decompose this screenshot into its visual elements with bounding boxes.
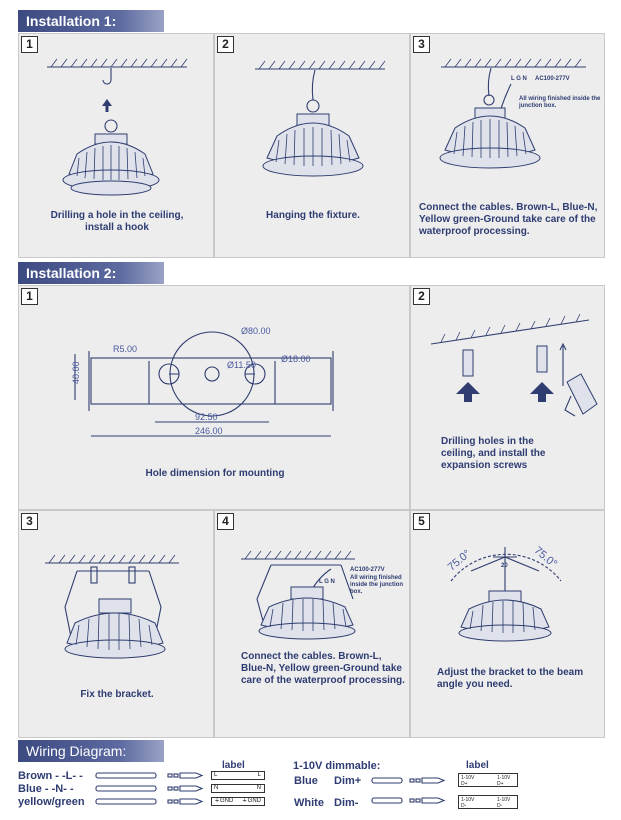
wiring-note: All wiring finished inside the junction … bbox=[519, 96, 601, 109]
step-number: 1 bbox=[21, 288, 38, 305]
step-number: 2 bbox=[217, 36, 234, 53]
hanging-fixture-illustration bbox=[255, 60, 386, 177]
step-1-1-panel: 1 Drilling a hole in the ceiling, instal… bbox=[18, 33, 214, 258]
dim-wire-connectors bbox=[371, 777, 446, 804]
step-2-2-panel: 2 Drilling holes in the ceiling, and ins… bbox=[410, 285, 605, 510]
label-header: label bbox=[222, 760, 245, 771]
dim-label-box-minus: 1-10V D- 1-10V D- bbox=[458, 795, 518, 809]
dim-height: 40.00 bbox=[71, 361, 81, 384]
step-number: 3 bbox=[21, 513, 38, 530]
wire-blue: Blue - -N- - bbox=[18, 783, 74, 795]
lgn-label: L G N bbox=[511, 76, 527, 82]
section-header-installation-1: Installation 1: bbox=[18, 10, 164, 32]
dim-disk-diameter: Ø80.00 bbox=[241, 326, 271, 336]
dimmable-title: 1-10V dimmable: bbox=[293, 760, 381, 772]
step-caption: Connect the cables. Brown-L, Blue-N, Yel… bbox=[241, 651, 405, 686]
beam-angle-illustration: 75.0° 75.0° 20 bbox=[446, 544, 562, 642]
wire-connectors bbox=[95, 772, 204, 805]
dim-wire-blue-color: Blue bbox=[294, 775, 318, 787]
step-caption: Drilling a hole in the ceiling, install … bbox=[50, 210, 184, 233]
dim-label-box-plus: 1-10V D+ 1-10V D+ bbox=[458, 773, 518, 787]
label-right: N bbox=[256, 785, 261, 791]
step-caption: Hanging the fixture. bbox=[266, 210, 360, 221]
angle-right: 75.0° bbox=[532, 544, 559, 570]
voltage-label: AC100-277V bbox=[535, 76, 570, 82]
step-1-3-panel: 3 L G N AC100-277V All wiring finished i… bbox=[410, 33, 605, 258]
label-right: 1-10V D+ bbox=[497, 775, 511, 787]
step-2-5-panel: 5 75.0° 75.0° 20 Adjust the bracket to t… bbox=[410, 510, 605, 738]
wire-brown: Brown - -L- - bbox=[18, 770, 83, 782]
voltage-label: AC100-277V bbox=[350, 567, 385, 573]
hole-dimension-drawing: 40.00 92.50 246.00 Ø80.00 R5.00 Ø11.50 Ø… bbox=[71, 326, 334, 437]
expansion-screw-illustration bbox=[430, 313, 598, 417]
dim-hole-spacing: 92.50 bbox=[195, 412, 218, 422]
angle-mid: 20 bbox=[501, 563, 508, 569]
step-number: 3 bbox=[413, 36, 430, 53]
step-2-3-panel: 3 Fix the bracket. bbox=[18, 510, 214, 738]
label-box-gnd: ⏚GND ⏚GND bbox=[211, 797, 265, 806]
wiring-note: All wiring finished inside the junction … bbox=[350, 575, 404, 595]
label-left: ⏚GND bbox=[214, 798, 234, 804]
label-right: L bbox=[257, 772, 261, 778]
step-1-2-panel: 2 Hanging the fixture. bbox=[214, 33, 410, 258]
dim-wire-white-signal: Dim- bbox=[334, 797, 359, 809]
hook-illustration bbox=[47, 58, 188, 196]
step-caption: Adjust the bracket to the beam angle you… bbox=[437, 667, 584, 690]
fix-bracket-illustration bbox=[45, 554, 179, 659]
label-left: N bbox=[214, 785, 219, 791]
step-caption: Fix the bracket. bbox=[80, 689, 154, 700]
label-right: ⏚GND bbox=[241, 798, 261, 804]
dim-wire-blue-signal: Dim+ bbox=[334, 775, 362, 787]
step-number: 4 bbox=[217, 513, 234, 530]
wire-yellow-green: yellow/green bbox=[18, 796, 85, 808]
step-caption: Hole dimension for mounting bbox=[145, 468, 285, 479]
label-right: 1-10V D- bbox=[497, 797, 511, 809]
cable-connection-illustration: L G N AC100-277V bbox=[439, 58, 586, 169]
step-caption: Drilling holes in the ceiling, and insta… bbox=[441, 436, 546, 471]
step-2-1-panel: 1 40.00 92.50 246.00 Ø80.00 R5.00 Ø11.50… bbox=[18, 285, 410, 510]
dim-center-hole: Ø11.50 bbox=[227, 360, 256, 370]
lgn-label: L G N bbox=[319, 579, 335, 585]
step-number: 2 bbox=[413, 288, 430, 305]
step-number: 1 bbox=[21, 36, 38, 53]
cable-connection-illustration-2: L G N AC100-277V bbox=[241, 550, 385, 640]
step-2-4-panel: 4 L G N AC100-277V All wiring finished i… bbox=[214, 510, 410, 738]
section-header-wiring-diagram: Wiring Diagram: bbox=[18, 740, 164, 762]
step-caption: Connect the cables. Brown-L, Blue-N, Yel… bbox=[419, 202, 598, 237]
dim-radius: R5.00 bbox=[113, 344, 137, 354]
label-left: L bbox=[214, 772, 218, 778]
section-header-installation-2: Installation 2: bbox=[18, 262, 164, 284]
label-left: 1-10V D- bbox=[461, 797, 475, 809]
dim-total-width: 246.00 bbox=[195, 426, 223, 436]
angle-left: 75.0° bbox=[446, 548, 473, 574]
dim-side-hole: Ø18.00 bbox=[281, 354, 311, 364]
dim-wire-white-color: White bbox=[294, 797, 324, 809]
dim-label-header: label bbox=[466, 760, 489, 771]
step-number: 5 bbox=[413, 513, 430, 530]
label-left: 1-10V D+ bbox=[461, 775, 475, 787]
